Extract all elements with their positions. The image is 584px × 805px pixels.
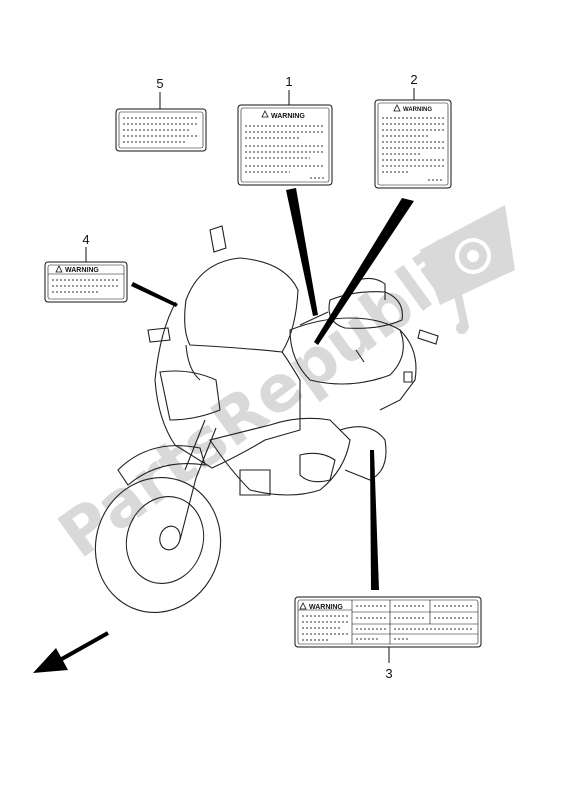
label-1: WARNING xyxy=(237,90,333,186)
callout-1: 1 xyxy=(285,74,293,89)
watermark: PartsRepublik xyxy=(46,205,515,573)
label-3: WARNING xyxy=(294,596,482,663)
leader-2 xyxy=(314,198,414,345)
label-2: WARNING xyxy=(374,88,452,189)
label-4: WARNING xyxy=(44,247,128,303)
warning-triangle-icon xyxy=(299,602,307,610)
warning-triangle-icon xyxy=(261,110,269,118)
leader-4 xyxy=(131,282,178,307)
gear-flag-icon xyxy=(420,205,515,334)
callout-3: 3 xyxy=(385,666,393,681)
label-4-heading: WARNING xyxy=(65,267,99,274)
leader-1 xyxy=(286,188,318,316)
callout-4: 4 xyxy=(82,232,90,247)
warning-triangle-icon xyxy=(393,104,401,112)
front-direction-arrow-icon xyxy=(33,631,109,673)
leader-lines xyxy=(131,188,414,590)
label-1-heading: WARNING xyxy=(271,113,305,120)
label-5 xyxy=(115,92,207,152)
label-3-heading: WARNING xyxy=(309,604,343,611)
motorcycle-outline xyxy=(94,225,439,614)
label-2-heading: WARNING xyxy=(403,107,432,113)
callout-5: 5 xyxy=(156,76,164,91)
warning-triangle-icon xyxy=(55,265,63,273)
leader-3 xyxy=(370,450,379,590)
callout-2: 2 xyxy=(410,72,418,87)
